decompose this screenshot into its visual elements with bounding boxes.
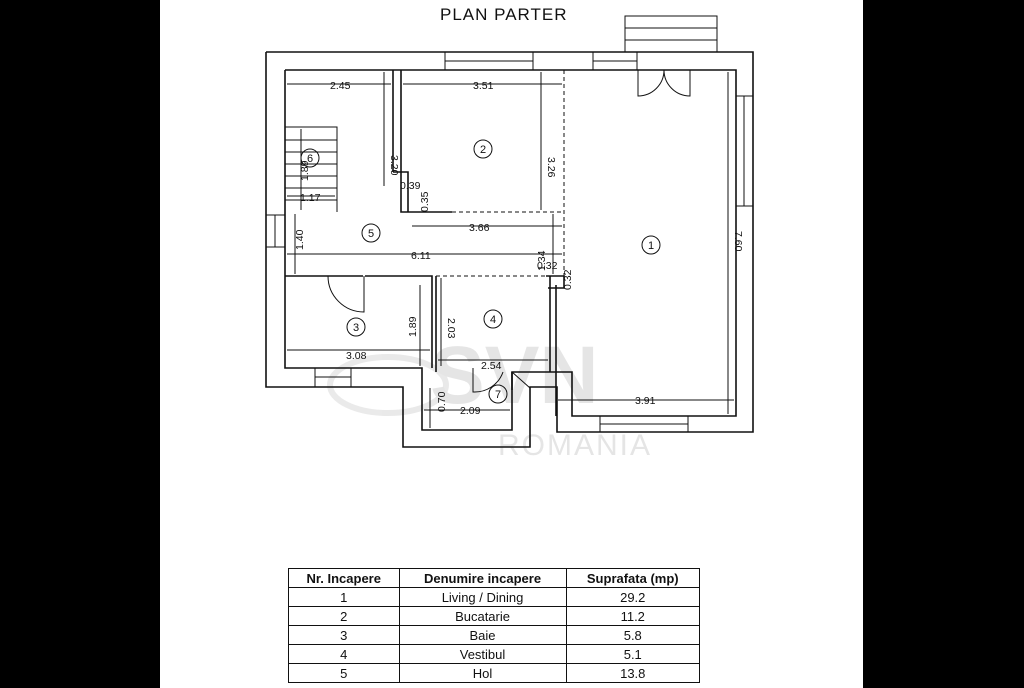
- floor-plan: SVN ROMANIA PLAN PARTER: [265, 5, 754, 462]
- dim-3-91: 3.91: [635, 395, 656, 407]
- cell-room-name: Living / Dining: [398, 587, 567, 607]
- room-marker-5: 5: [361, 223, 381, 243]
- dim-3-08: 3.08: [346, 350, 367, 362]
- watermark-country: ROMANIA: [498, 429, 652, 462]
- dim-2-03: 2.03: [445, 318, 457, 339]
- svg-text:2: 2: [480, 144, 486, 156]
- cell-area: 13.8: [565, 663, 701, 683]
- room-marker-1: 1: [641, 235, 661, 255]
- dim-0-39: 0.39: [400, 180, 421, 192]
- cell-room-name: Baie: [398, 625, 567, 645]
- dim-3-51: 3.51: [473, 80, 494, 92]
- windows: [265, 51, 754, 433]
- dim-7-60: 7.60: [732, 231, 744, 252]
- dim-2-09: 2.09: [460, 405, 481, 417]
- table-row: 3 Baie 5.8: [288, 625, 701, 645]
- dim-1-34: 1.34: [536, 250, 548, 271]
- cell-room-name: Hol: [398, 663, 567, 683]
- room-markers: 1 2 3 4 5 6 7: [300, 139, 661, 404]
- table-row: 2 Bucatarie 11.2: [288, 606, 701, 626]
- doors: [327, 275, 531, 393]
- dim-0-32-a: 0.32: [537, 260, 558, 272]
- cell-area: 11.2: [565, 606, 701, 626]
- dim-0-70: 0.70: [436, 391, 448, 412]
- room-marker-3: 3: [346, 317, 366, 337]
- dim-3-20: 3.20: [388, 155, 400, 176]
- watermark-brand: SVN: [430, 330, 599, 421]
- interior-walls: [285, 70, 565, 416]
- cell-area: 5.1: [565, 644, 701, 664]
- dimension-lines: [287, 72, 734, 428]
- room-area-table: Nr. Incapere Denumire incapere Suprafata…: [288, 568, 701, 683]
- table-row: 4 Vestibul 5.1: [288, 644, 701, 664]
- dim-0-32-b: 0.32: [562, 269, 574, 290]
- room-marker-2: 2: [473, 139, 493, 159]
- plan-title: PLAN PARTER: [440, 5, 568, 24]
- dim-1-40: 1.40: [294, 229, 306, 250]
- terrace-door: [624, 15, 718, 97]
- svg-text:4: 4: [490, 314, 496, 326]
- open-plan-boundaries: [436, 70, 565, 277]
- plan-sheet: SVN ROMANIA PLAN PARTER: [160, 0, 863, 688]
- dim-3-26: 3.26: [545, 157, 557, 178]
- svn-watermark: SVN ROMANIA: [327, 330, 652, 462]
- svg-text:5: 5: [368, 228, 374, 240]
- cell-room-number: 2: [288, 606, 400, 626]
- cell-area: 29.2: [565, 587, 701, 607]
- svg-text:7: 7: [495, 389, 501, 401]
- table-row: 1 Living / Dining 29.2: [288, 587, 701, 607]
- col-header-room-number: Nr. Incapere: [288, 568, 400, 588]
- cell-room-name: Vestibul: [398, 644, 567, 664]
- dimension-labels: 2.45 3.51 3.20 3.26 1.89 1.17 0.39 0.35 …: [294, 80, 744, 417]
- room-marker-4: 4: [483, 309, 503, 329]
- dim-3-66: 3.66: [469, 222, 490, 234]
- cell-room-number: 5: [288, 663, 400, 683]
- cell-room-number: 3: [288, 625, 400, 645]
- dim-6-11: 6.11: [411, 250, 431, 262]
- col-header-area: Suprafata (mp): [565, 568, 701, 588]
- dim-2-54: 2.54: [481, 360, 502, 372]
- dim-2-45: 2.45: [330, 80, 351, 92]
- cell-room-number: 4: [288, 644, 400, 664]
- dim-1-89-stair: 1.89: [299, 160, 311, 181]
- table-row: 5 Hol 13.8: [288, 663, 701, 683]
- dim-1-17: 1.17: [300, 192, 321, 204]
- staircase: [285, 126, 338, 212]
- dim-0-35: 0.35: [419, 191, 431, 212]
- cell-area: 5.8: [565, 625, 701, 645]
- dim-1-89-bath: 1.89: [407, 316, 419, 337]
- col-header-room-name: Denumire incapere: [398, 568, 567, 588]
- svg-text:3: 3: [353, 322, 359, 334]
- svg-text:1: 1: [648, 240, 654, 252]
- room-marker-7: 7: [488, 384, 508, 404]
- cell-room-name: Bucatarie: [398, 606, 567, 626]
- room-marker-6: 6: [300, 148, 320, 168]
- svg-text:6: 6: [307, 153, 313, 165]
- table-header-row: Nr. Incapere Denumire incapere Suprafata…: [288, 568, 701, 588]
- cell-room-number: 1: [288, 587, 400, 607]
